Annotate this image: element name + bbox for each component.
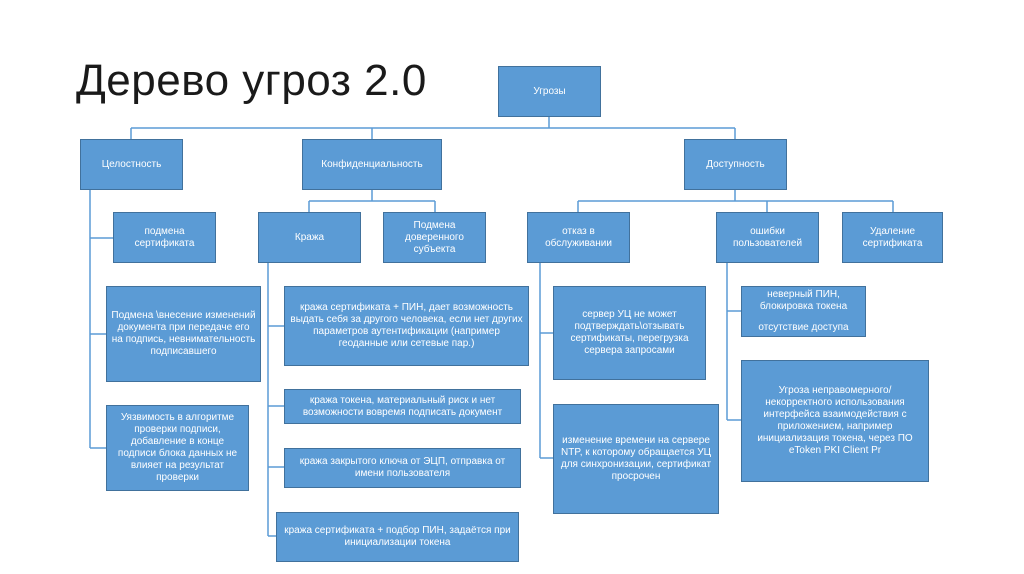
node-no-access-label: отсутствие доступа bbox=[758, 322, 849, 333]
node-theft-cert-bruteforce: кража сертификата + подбор ПИН, задаётся… bbox=[276, 512, 519, 562]
node-vulnerability: Уязвимость в алгоритме проверки подписи,… bbox=[106, 405, 249, 491]
node-denial-of-service: отказ в обслуживании bbox=[527, 212, 630, 263]
node-theft-cert-pin-label: кража сертификата + ПИН, дает возможност… bbox=[290, 302, 523, 349]
node-cert-substitution: подмена сертификата bbox=[113, 212, 216, 263]
node-interface-misuse-label: Угроза неправомерного/некорректного испо… bbox=[757, 385, 913, 456]
node-threats-root: Угрозы bbox=[498, 66, 601, 117]
node-theft-token-label: кража токена, материальный риск и нет во… bbox=[302, 394, 503, 418]
node-vulnerability-label: Уязвимость в алгоритме проверки подписи,… bbox=[117, 412, 238, 483]
node-substitution-detail: Подмена \внесение изменений документа пр… bbox=[106, 286, 261, 382]
node-theft-key: кража закрытого ключа от ЭЦП, отправка о… bbox=[284, 448, 521, 488]
node-theft-key-label: кража закрытого ключа от ЭЦП, отправка о… bbox=[299, 456, 506, 479]
node-trusted-subject-label: Подмена доверенного субъекта bbox=[405, 219, 464, 255]
node-cert-substitution-label: подмена сертификата bbox=[134, 225, 195, 249]
node-theft-label: Кража bbox=[294, 231, 325, 243]
node-availability: Доступность bbox=[684, 139, 787, 190]
node-integrity: Целостность bbox=[80, 139, 183, 190]
node-threats-root-label: Угрозы bbox=[533, 85, 566, 97]
node-denial-of-service-label: отказ в обслуживании bbox=[545, 225, 612, 249]
node-substitution-detail-label: Подмена \внесение изменений документа пр… bbox=[111, 310, 256, 357]
node-ca-server-label: сервер УЦ не может подтверждать\отзывать… bbox=[570, 309, 689, 356]
node-ntp-time-label: изменение времени на сервере NTP, к кото… bbox=[560, 435, 712, 482]
node-trusted-subject: Подмена доверенного субъекта bbox=[383, 212, 486, 263]
node-confidentiality: Конфиденциальность bbox=[302, 139, 442, 190]
node-theft-cert-pin: кража сертификата + ПИН, дает возможност… bbox=[284, 286, 529, 366]
node-cert-deletion-label: Удаление сертификата bbox=[862, 225, 923, 249]
node-theft-cert-bruteforce-label: кража сертификата + подбор ПИН, задаётся… bbox=[284, 525, 511, 548]
node-cert-deletion: Удаление сертификата bbox=[842, 212, 943, 263]
node-availability-label: Доступность bbox=[706, 158, 765, 170]
node-confidentiality-label: Конфиденциальность bbox=[321, 158, 423, 170]
node-interface-misuse: Угроза неправомерного/некорректного испо… bbox=[741, 360, 929, 482]
node-user-errors-label: ошибки пользователей bbox=[732, 225, 803, 249]
page-title: Дерево угроз 2.0 bbox=[76, 56, 427, 105]
node-wrong-pin: неверный ПИН, блокировка токена отсутств… bbox=[741, 286, 866, 337]
node-theft: Кража bbox=[258, 212, 361, 263]
node-ca-server: сервер УЦ не может подтверждать\отзывать… bbox=[553, 286, 706, 380]
node-user-errors: ошибки пользователей bbox=[716, 212, 819, 263]
node-wrong-pin-label: неверный ПИН, блокировка токена bbox=[759, 289, 848, 312]
node-theft-token: кража токена, материальный риск и нет во… bbox=[284, 389, 521, 424]
node-ntp-time: изменение времени на сервере NTP, к кото… bbox=[553, 404, 719, 514]
node-integrity-label: Целостность bbox=[101, 158, 162, 170]
